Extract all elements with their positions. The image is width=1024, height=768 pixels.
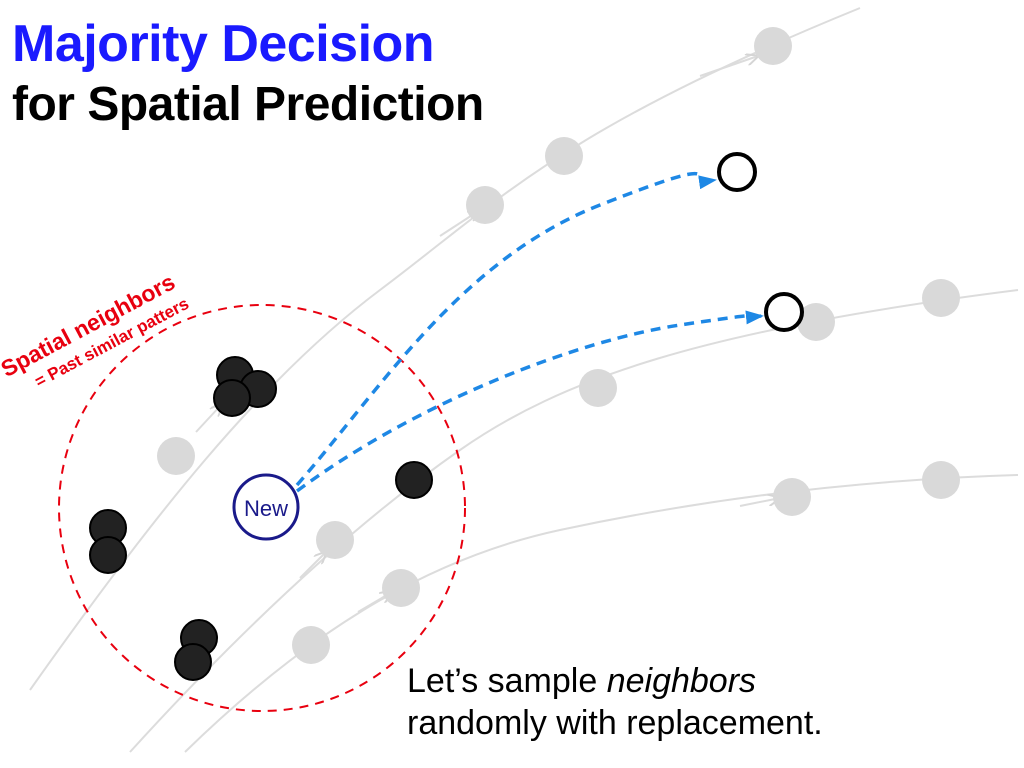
- trajectory-curves: [29, 7, 1019, 753]
- past-point: [797, 303, 835, 341]
- prediction-arrow-1: [295, 171, 717, 487]
- neighbors-circle: [58, 304, 466, 712]
- past-point: [579, 369, 617, 407]
- neighbor-point: [213, 379, 251, 417]
- past-point: [466, 186, 504, 224]
- title-line-1: Majority Decision: [12, 15, 435, 73]
- new-node: [232, 473, 300, 541]
- prediction-arrow-2: [295, 310, 764, 493]
- caption-part-1: Let’s sample: [407, 662, 607, 700]
- past-point: [545, 137, 583, 175]
- caption: Let’s sample neighbors randomly with repl…: [407, 660, 823, 744]
- caption-part-2: randomly with replacement.: [407, 704, 823, 742]
- past-point: [292, 626, 330, 664]
- trajectory-1: [29, 7, 861, 691]
- past-point: [922, 461, 960, 499]
- caption-emphasis: neighbors: [606, 662, 757, 700]
- title-line-2: for Spatial Prediction: [12, 78, 484, 131]
- past-point: [316, 521, 354, 559]
- past-point: [922, 279, 960, 317]
- new-node-label: New: [244, 496, 288, 521]
- past-point: [773, 478, 811, 516]
- prediction-arrows: [295, 171, 764, 493]
- neighbor-point: [395, 461, 433, 499]
- neighbor-points: [89, 356, 433, 681]
- neighbors-label: Spatial neighbors = Past similar patters: [0, 269, 192, 392]
- past-point: [157, 437, 195, 475]
- predicted-point-2: [764, 292, 804, 332]
- trajectory-arrow: [699, 56, 758, 77]
- neighbor-point: [174, 643, 212, 681]
- trajectory-arrow: [299, 552, 326, 579]
- past-pattern-points: [157, 27, 960, 664]
- past-point: [382, 569, 420, 607]
- neighbor-point: [89, 536, 127, 574]
- predicted-point-1: [717, 152, 757, 192]
- past-point: [754, 27, 792, 65]
